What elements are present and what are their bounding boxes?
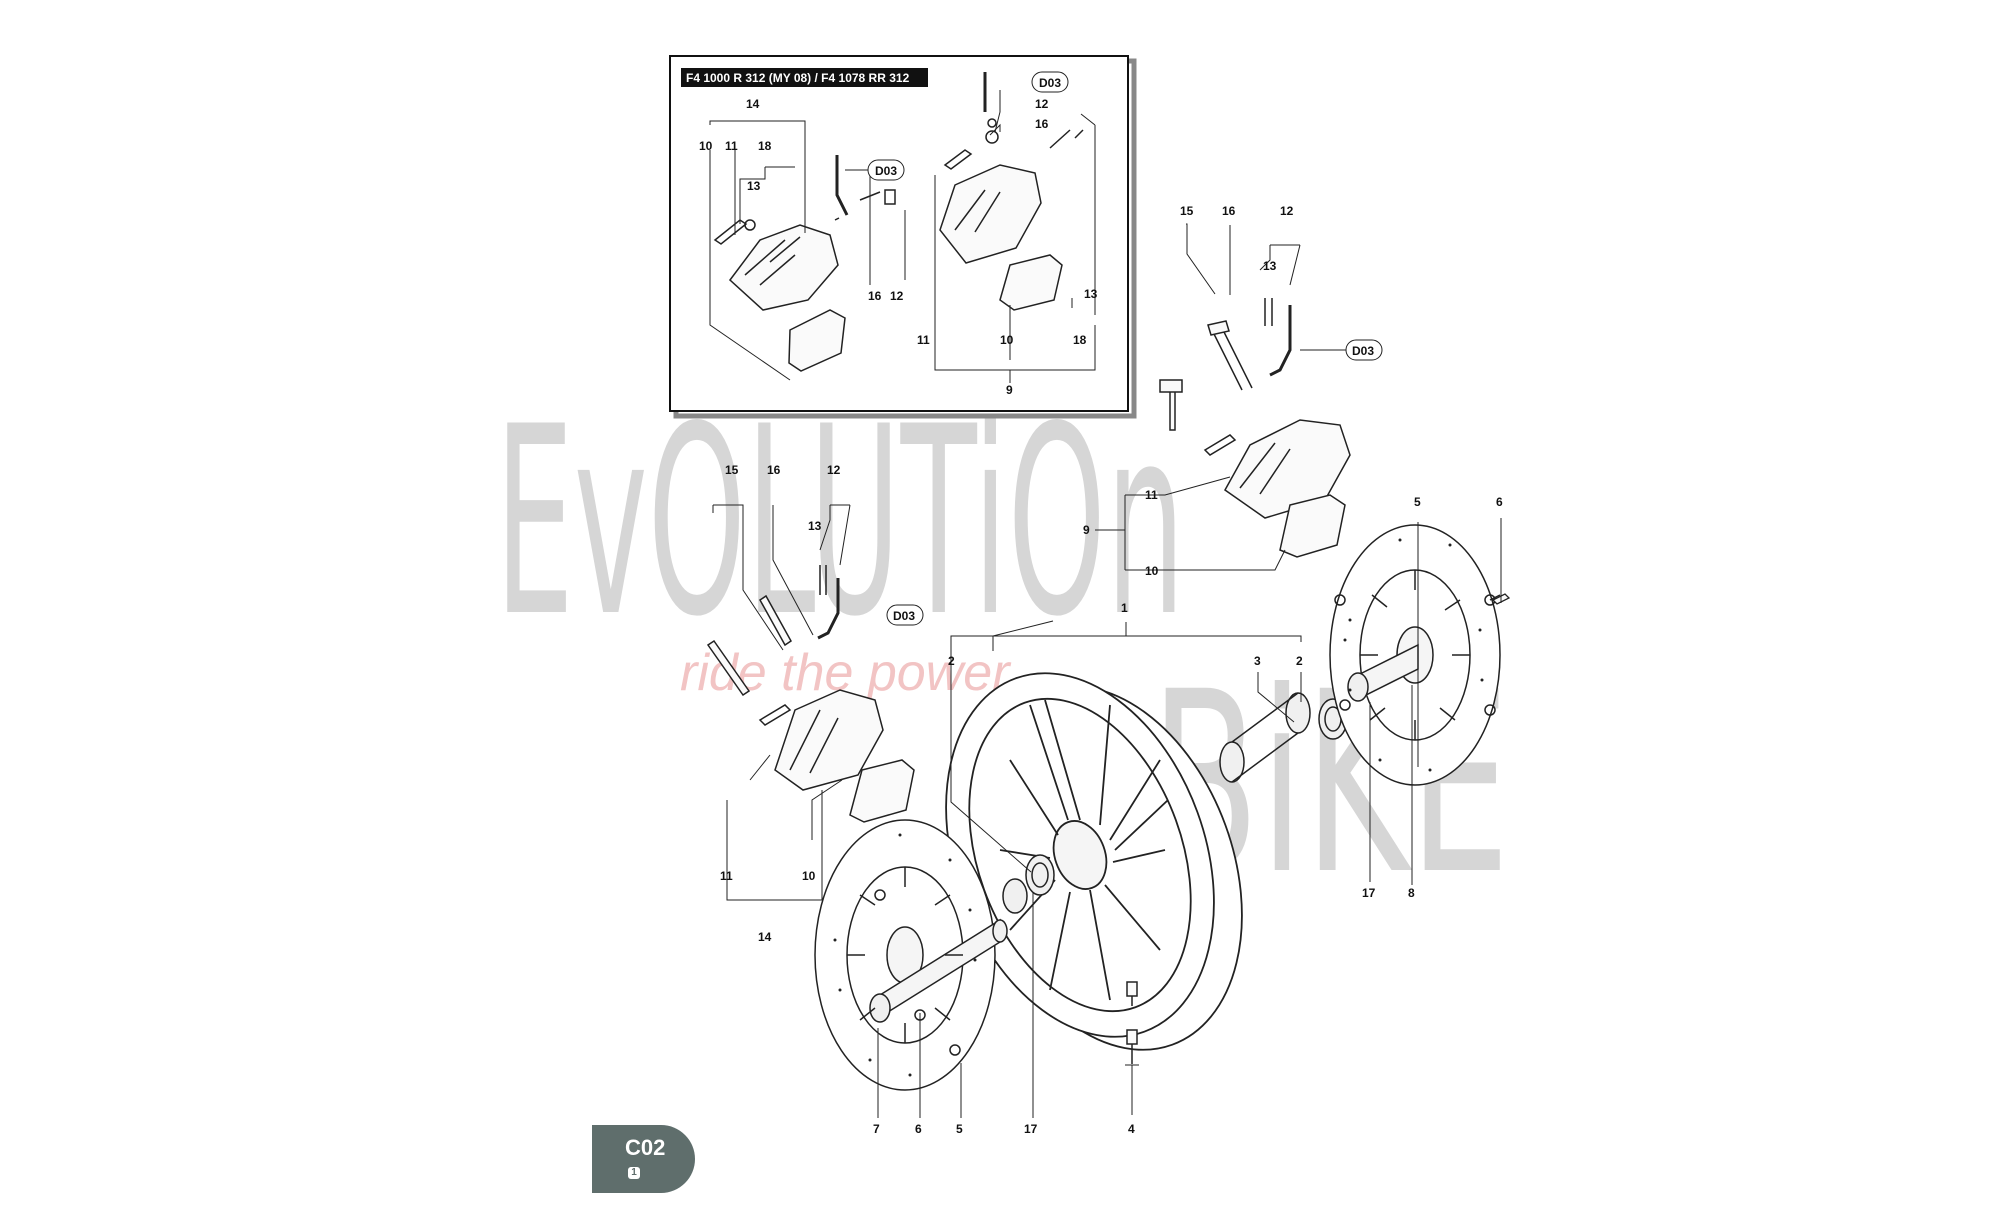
section-badge: C02 1 [592,1125,695,1193]
wheel-callout-4: 4 [1128,1122,1135,1136]
wheel-callout-7: 7 [873,1122,880,1136]
right-callout-10: 10 [1145,564,1159,578]
inset-d03-box-b [1031,71,1069,93]
right-brake-disc [1329,524,1501,786]
wheel-callout-6-left: 6 [915,1122,922,1136]
inset-caliper-left [713,155,896,372]
inset-panel: F4 1000 R 312 (MY 08) / F4 1078 RR 312 [669,55,1137,419]
wheel-callout-17-left: 17 [1024,1122,1038,1136]
left-callout-15: 15 [725,463,739,477]
right-callout-d03: D03 [1352,344,1374,358]
inset-callout-13: 13 [747,179,761,193]
wheel-callout-5-right: 5 [1414,495,1421,509]
right-callout-13: 13 [1263,259,1277,273]
wheel-callout-3: 3 [1254,654,1261,668]
watermark-main: EvOLUTiOn [495,372,1185,674]
inset-callout-d03-a: D03 [875,164,897,178]
right-callout-9: 9 [1083,523,1090,537]
wheel-callout-2-left: 2 [948,654,955,668]
left-caliper-d03-box [886,604,924,626]
left-callout-d03: D03 [893,609,915,623]
inset-caliper-right [939,72,1084,311]
wheel-callout-8: 8 [1408,886,1415,900]
inset-callout-16: 16 [868,289,882,303]
section-sub-badge: 1 [628,1167,640,1179]
left-brake-disc [814,819,1008,1091]
inset-d03-box-a [867,159,905,181]
right-callout-12: 12 [1280,204,1294,218]
inset-callout-18: 18 [758,139,772,153]
right-callout-15: 15 [1180,204,1194,218]
left-callout-11: 11 [720,869,733,883]
left-callout-13: 13 [808,519,822,533]
inset-callout-10-b: 10 [1000,333,1014,347]
left-callout-14: 14 [758,930,772,944]
inset-callout-11: 11 [725,139,738,153]
inset-callout-16-b: 16 [1035,117,1049,131]
inset-callout-18-b: 18 [1073,333,1087,347]
left-callout-10: 10 [802,869,816,883]
wheel-callout-1: 1 [1121,601,1128,615]
wheel-callout-5-left: 5 [956,1122,963,1136]
right-callout-16: 16 [1222,204,1236,218]
inset-callout-9: 9 [1006,383,1013,397]
inset-callout-12: 12 [890,289,904,303]
left-caliper-assembly: 15 16 12 13 D03 11 10 14 [706,463,924,944]
wheel-callout-2-right: 2 [1296,654,1303,668]
right-callout-11: 11 [1145,488,1158,502]
left-callout-12: 12 [827,463,841,477]
wheel-callout-17-right: 17 [1362,886,1376,900]
inset-callout-10: 10 [699,139,713,153]
inset-callout-d03-b: D03 [1039,76,1061,90]
inset-callout-13-b: 13 [1084,287,1098,301]
section-code: C02 [625,1135,666,1160]
wheel-callout-6-right: 6 [1496,495,1503,509]
inset-callout-12-b: 12 [1035,97,1049,111]
inset-callout-14: 14 [746,97,760,111]
inset-callout-11-b: 11 [917,333,930,347]
model-label: F4 1000 R 312 (MY 08) / F4 1078 RR 312 [686,71,910,85]
model-label-background [681,68,928,87]
right-caliper-d03-box [1345,339,1383,361]
left-callout-16: 16 [767,463,781,477]
front-wheel: 1 2 3 2 5 6 17 8 7 6 5 17 4 [814,495,1511,1136]
right-caliper-assembly: 15 16 12 13 D03 11 9 10 [1083,204,1383,578]
